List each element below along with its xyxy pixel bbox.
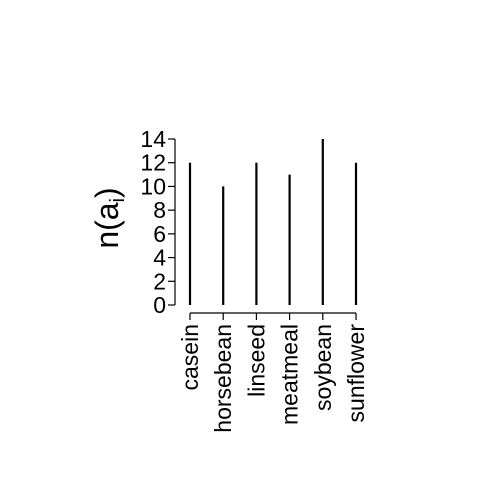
x-tick-label-sunflower: sunflower bbox=[343, 324, 369, 423]
y-axis-title-subscript: i bbox=[107, 198, 129, 202]
x-tick-label-horsebean: horsebean bbox=[210, 324, 236, 433]
y-tick-label: 0 bbox=[153, 292, 166, 318]
bars bbox=[188, 139, 358, 305]
y-axis-title-close: ) bbox=[89, 187, 125, 198]
x-axis: casein horsebean linseed meatmeal soybean sun… bbox=[177, 312, 369, 433]
x-tick-label-casein: casein bbox=[177, 324, 203, 390]
y-tick-label: 4 bbox=[153, 245, 166, 271]
y-tick-label: 14 bbox=[140, 126, 166, 152]
x-tick-label-soybean: soybean bbox=[310, 324, 336, 411]
y-tick-label: 10 bbox=[140, 173, 166, 199]
y-tick-label: 8 bbox=[153, 197, 166, 223]
y-tick-label: 12 bbox=[140, 150, 166, 176]
x-tick-label-meatmeal: meatmeal bbox=[277, 324, 303, 425]
y-axis-title: n(ai) bbox=[89, 187, 129, 248]
x-tick-label-linseed: linseed bbox=[243, 324, 269, 397]
y-axis-title-base: n(a bbox=[89, 202, 125, 248]
y-tick-label: 6 bbox=[153, 221, 166, 247]
y-tick-label: 2 bbox=[153, 268, 166, 294]
